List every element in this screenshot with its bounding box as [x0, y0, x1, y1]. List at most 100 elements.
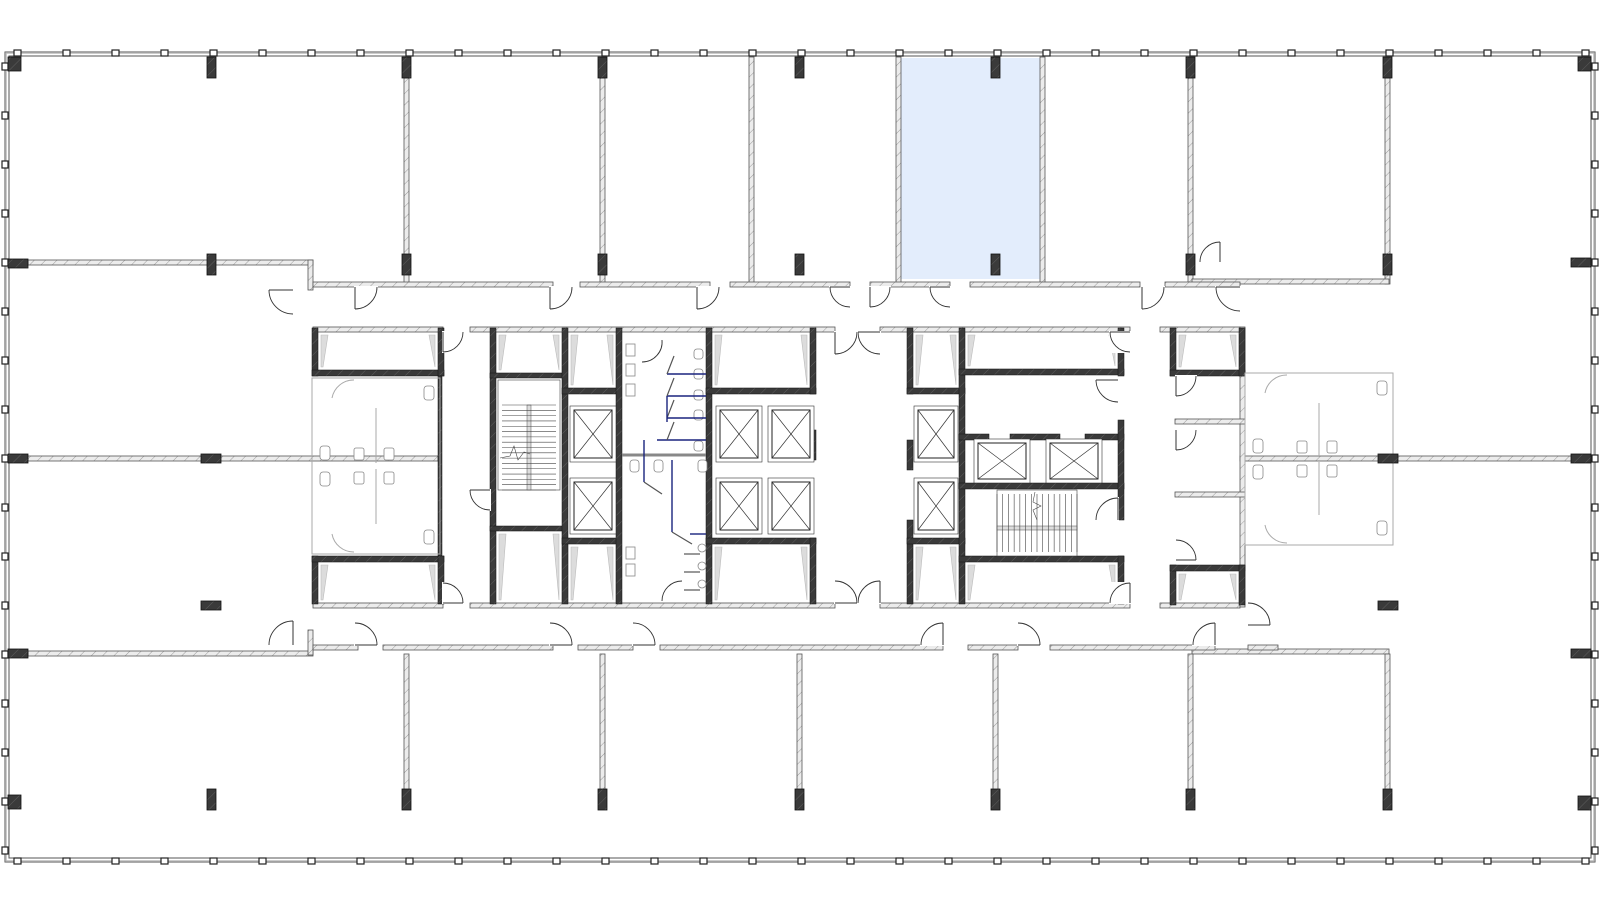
core-wall [561, 327, 569, 605]
door-icon[interactable] [1109, 582, 1131, 604]
column-icon [7, 794, 22, 810]
room-office-s-2[interactable]: South office 2 [605, 655, 798, 860]
door-icon[interactable] [869, 286, 891, 308]
door-icon[interactable] [1199, 241, 1221, 263]
door-icon[interactable] [834, 331, 858, 355]
elevator-9-icon [973, 438, 1031, 484]
room-corridor-n[interactable]: North corridor [310, 290, 1280, 330]
door-icon[interactable] [829, 286, 851, 308]
toilet-icon [1252, 438, 1264, 454]
core-wall [489, 525, 566, 532]
mullion-icon [1, 454, 9, 463]
room-office-sw[interactable]: South-west office [10, 655, 408, 860]
door-icon[interactable] [920, 622, 944, 646]
door-icon[interactable] [1175, 375, 1197, 397]
door-icon[interactable] [469, 489, 491, 511]
room-office-s-1[interactable]: South office 1 [410, 655, 603, 860]
room-office-n-6[interactable]: North office 6 [1044, 57, 1190, 279]
column-icon [1185, 56, 1196, 79]
mullion-icon [993, 49, 1002, 57]
toilet-block-wc-west [311, 377, 441, 555]
mullion-icon [209, 857, 218, 865]
partition-wall [729, 281, 851, 288]
partition-wall [599, 77, 606, 285]
room-office-s-5[interactable]: South office 5 [1190, 655, 1383, 860]
door-icon[interactable] [1095, 497, 1119, 521]
door-icon[interactable] [632, 622, 656, 646]
mullion-icon [307, 49, 316, 57]
column-icon [401, 56, 412, 79]
door-icon[interactable] [1175, 539, 1197, 561]
door-icon[interactable] [354, 286, 378, 310]
service-shaft [317, 331, 439, 371]
mullion-icon [258, 49, 267, 57]
door-icon[interactable] [1095, 379, 1119, 403]
column-icon [1185, 788, 1196, 811]
door-icon[interactable] [857, 580, 881, 604]
door-icon[interactable] [1247, 602, 1271, 626]
mullion-icon [1591, 454, 1599, 463]
partition-wall [27, 259, 314, 266]
door-icon[interactable] [1109, 331, 1131, 353]
door-icon[interactable] [696, 286, 720, 310]
door-icon[interactable] [549, 286, 573, 310]
room-office-n-1[interactable]: North office 1 [410, 57, 603, 279]
partition-wall [879, 602, 1131, 609]
mullion-icon [307, 857, 316, 865]
room-office-ne[interactable]: North-east office [1387, 57, 1590, 457]
core-wall [1117, 419, 1125, 521]
partition-wall [1187, 77, 1194, 285]
room-office-nw[interactable]: North-west office [10, 57, 408, 262]
core-wall [1169, 327, 1177, 377]
stairs [497, 379, 1078, 557]
room-corridor-s[interactable]: South corridor [310, 606, 1280, 646]
door-icon[interactable] [1175, 429, 1197, 451]
mullion-icon [62, 857, 71, 865]
mullion-icon [503, 49, 512, 57]
door-icon[interactable] [834, 580, 858, 604]
room-office-n-3[interactable]: North office 3 [753, 57, 897, 279]
mullion-icon [895, 49, 904, 57]
room-office-s-4[interactable]: South office 4 [995, 655, 1188, 860]
door-icon[interactable] [857, 331, 881, 355]
door-icon[interactable] [442, 331, 464, 353]
core-wall [311, 555, 445, 563]
core-wall [1238, 327, 1246, 377]
door-icon[interactable] [1192, 622, 1216, 646]
column-icon [1185, 253, 1196, 276]
elevator-5-icon [715, 477, 763, 535]
elevator-2-icon [569, 477, 617, 535]
partition-wall [579, 281, 711, 288]
room-office-w-1[interactable]: West office 1 [10, 264, 310, 459]
mullion-icon [650, 857, 659, 865]
room-office-n-2[interactable]: North office 2 [605, 57, 751, 279]
mullion-icon [1591, 62, 1599, 71]
door-icon[interactable] [268, 620, 294, 646]
toilet-icon [697, 459, 708, 473]
door-icon[interactable] [1215, 286, 1241, 312]
mullion-icon [1591, 503, 1599, 512]
door-icon[interactable] [1141, 286, 1165, 310]
door-icon[interactable] [442, 582, 464, 604]
mullion-icon [1140, 857, 1149, 865]
room-office-n-5[interactable]: North office 5 (selected) [900, 58, 1042, 279]
door-icon[interactable] [929, 286, 951, 308]
mullion-icon [1042, 857, 1051, 865]
door-icon[interactable] [354, 622, 378, 646]
urinal-icon [697, 579, 707, 589]
column-icon [1382, 788, 1393, 811]
mullion-icon [160, 49, 169, 57]
room-office-w-2[interactable]: West office 2 [10, 461, 310, 653]
door-icon[interactable] [549, 622, 573, 646]
door-icon[interactable] [268, 289, 294, 315]
mullion-icon [160, 857, 169, 865]
room-office-s-3[interactable]: South office 3 [800, 655, 993, 860]
door-icon[interactable] [1017, 622, 1041, 646]
mullion-icon [1483, 857, 1492, 865]
column-icon [7, 56, 22, 72]
mullion-icon [1, 797, 9, 806]
room-office-se[interactable]: South-east office [1387, 459, 1590, 860]
core-wall [1169, 564, 1246, 572]
mullion-icon [1140, 49, 1149, 57]
core-wall [561, 387, 620, 395]
